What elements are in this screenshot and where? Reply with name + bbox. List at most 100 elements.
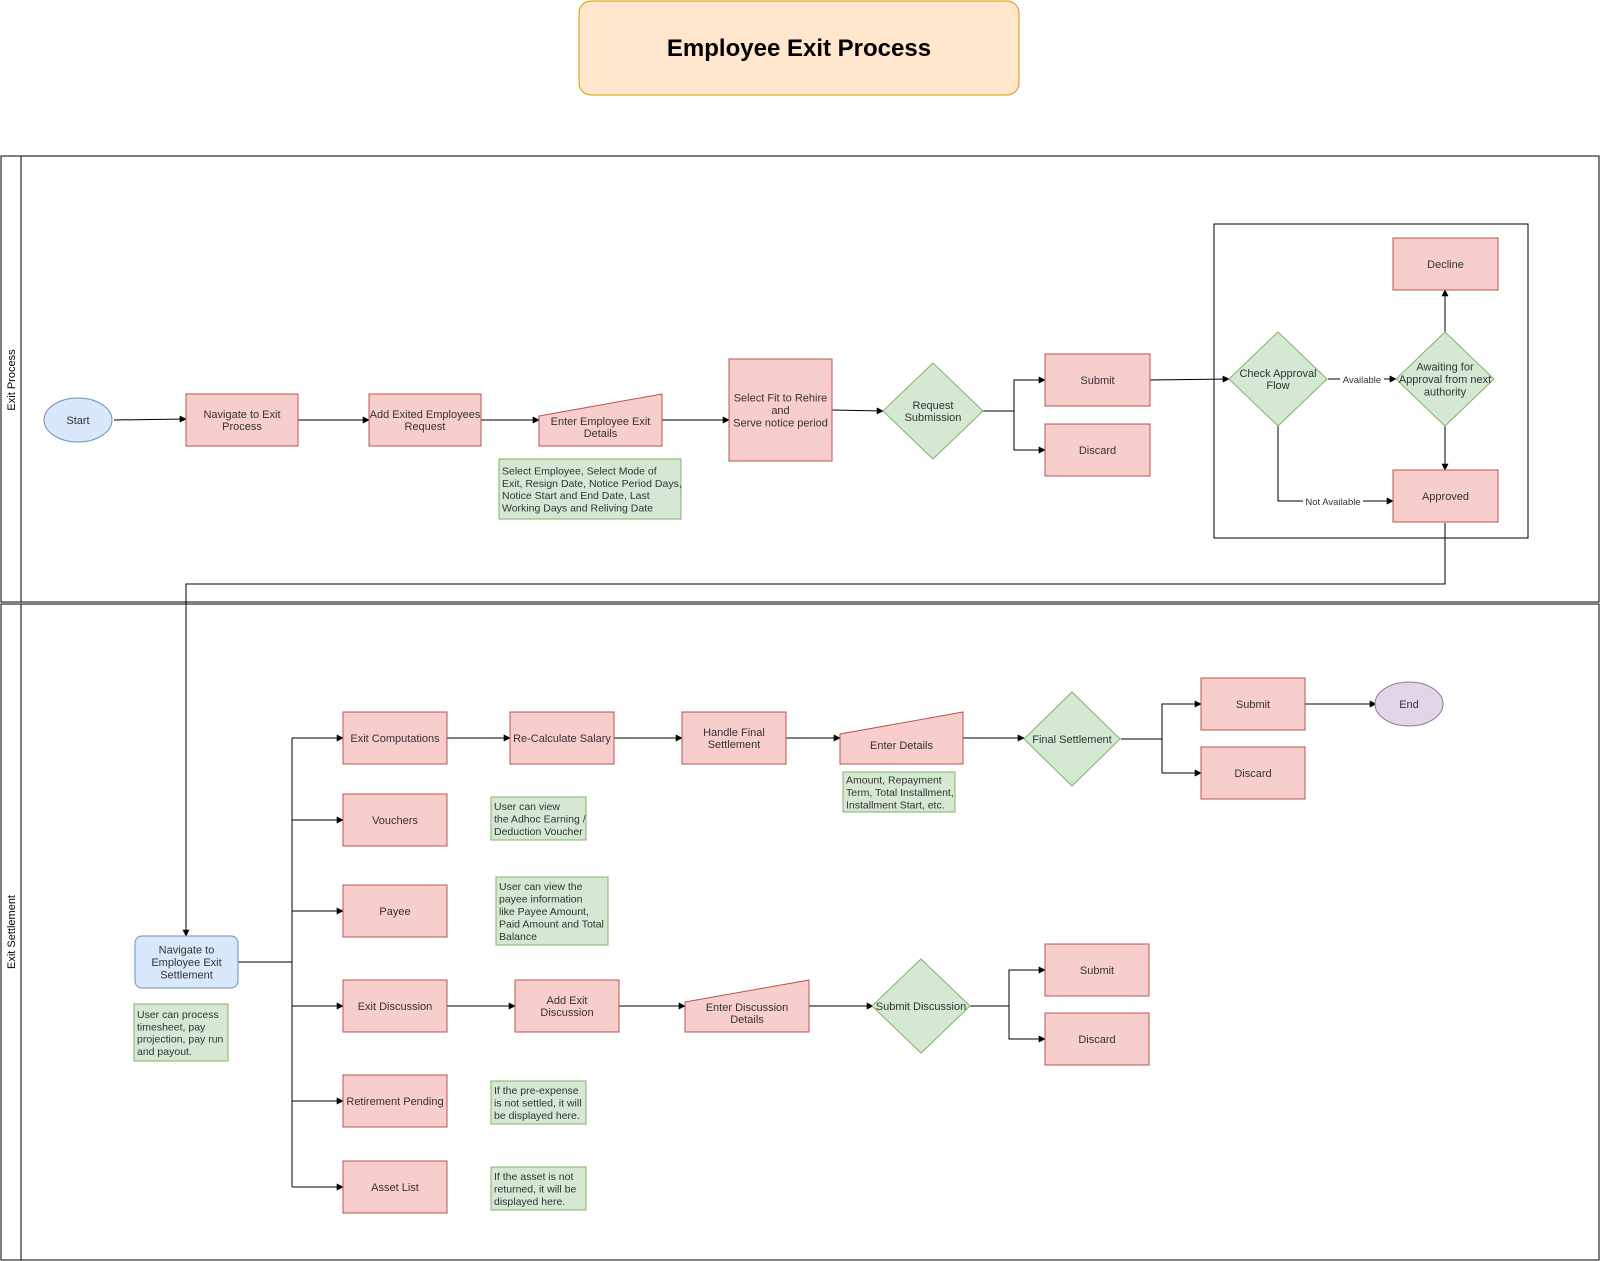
node-approved-label: Approved (1422, 491, 1469, 503)
lane-exit-process-label: Exit Process (6, 349, 18, 411)
diagram-title: Employee Exit Process (578, 0, 1020, 96)
node-decline: Decline (1392, 237, 1499, 291)
node-payee-label: Payee (379, 906, 410, 918)
node-discard-3-label: Discard (1078, 1034, 1115, 1046)
note-vouchers-note-box (490, 796, 587, 841)
node-recalculate-salary: Re-Calculate Salary (509, 711, 615, 765)
edge-label-available: Available (1340, 373, 1384, 386)
note-payee-note-box (495, 876, 609, 946)
node-end-shape (1374, 681, 1444, 727)
node-select-fit-rehire-shape (728, 358, 833, 462)
node-submit-discussion-shape (871, 958, 971, 1054)
node-exit-computations-shape (342, 711, 448, 765)
node-decline-shape (1392, 237, 1499, 291)
node-exit-computations-label: Exit Computations (350, 733, 440, 745)
node-asset-list-label: Asset List (371, 1182, 419, 1194)
node-exit-discussion-shape (342, 979, 448, 1033)
node-awaiting-approval-shape (1395, 331, 1495, 427)
node-final-settlement: Final Settlement (1023, 691, 1121, 787)
node-request-submission-shape (882, 362, 984, 460)
node-check-approval-flow-shape (1228, 331, 1328, 427)
note-enter-details-note-box (842, 771, 956, 813)
node-start: Start (43, 397, 113, 443)
node-recalculate-salary-label: Re-Calculate Salary (513, 733, 611, 745)
node-start-shape (43, 397, 113, 443)
node-retirement-pending-label: Retirement Pending (346, 1096, 443, 1108)
node-discard-1: Discard (1044, 423, 1151, 477)
node-submit-2: Submit (1200, 677, 1306, 731)
node-payee-shape (342, 884, 448, 938)
node-submit-2-shape (1200, 677, 1306, 731)
node-final-settlement-label: Final Settlement (1032, 734, 1111, 746)
node-enter-details-shape (839, 711, 964, 765)
node-enter-discussion-details-shape (684, 979, 810, 1033)
node-discard-2-shape (1200, 746, 1306, 800)
lane-exit-settlement: Exit Settlement (0, 603, 1600, 1261)
lane-exit-settlement-label: Exit Settlement (6, 895, 18, 969)
node-start-label: Start (66, 415, 89, 427)
node-discard-1-label: Discard (1079, 445, 1116, 457)
node-asset-list-shape (342, 1160, 448, 1214)
node-discard-3: Discard (1044, 1012, 1150, 1066)
node-asset-list: Asset List (342, 1160, 448, 1214)
node-submit-discussion-label: Submit Discussion (876, 1001, 966, 1013)
node-enter-exit-details-shape (538, 393, 663, 447)
edge-label-not-available: Not Available (1303, 495, 1363, 508)
node-discard-2: Discard (1200, 746, 1306, 800)
node-submit-2-label: Submit (1236, 699, 1270, 711)
node-final-settlement-shape (1023, 691, 1121, 787)
node-enter-details-label: Enter Details (870, 740, 933, 752)
node-discard-3-shape (1044, 1012, 1150, 1066)
node-handle-final-settlement-shape (681, 711, 787, 765)
node-retirement-pending: Retirement Pending (342, 1074, 448, 1128)
node-vouchers-label: Vouchers (372, 815, 418, 827)
node-vouchers-shape (342, 793, 448, 847)
node-approved: Approved (1392, 469, 1499, 523)
node-recalculate-salary-shape (509, 711, 615, 765)
node-end-label: End (1399, 699, 1419, 711)
svg-text:Not Available: Not Available (1305, 497, 1360, 508)
node-exit-discussion-label: Exit Discussion (358, 1001, 433, 1013)
node-approved-shape (1392, 469, 1499, 523)
node-decline-label: Decline (1427, 259, 1464, 271)
node-end: End (1374, 681, 1444, 727)
node-navigate-settlement-shape (134, 935, 239, 989)
node-submit-1-label: Submit (1080, 375, 1114, 387)
node-submit-3-label: Submit (1080, 965, 1114, 977)
note-retirement-note-box (490, 1080, 587, 1125)
